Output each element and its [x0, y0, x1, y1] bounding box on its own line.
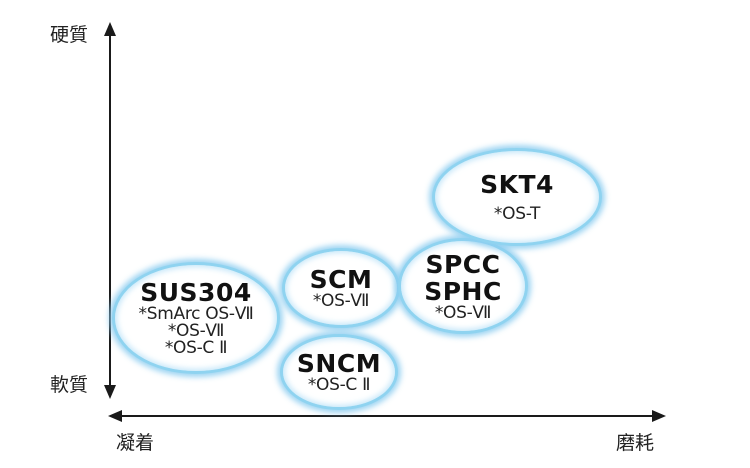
material-bubble-sncm: SNCM *OS-C Ⅱ	[280, 334, 398, 410]
horizontal-axis	[108, 410, 666, 422]
material-bubble-skt4: SKT4 *OS-T	[432, 148, 602, 246]
arrow-up-icon	[104, 22, 116, 36]
material-name: SUS304	[140, 278, 252, 307]
x-axis-left-label: 凝着	[116, 432, 155, 454]
grade-label: *OS-T	[493, 204, 541, 224]
grade-label: *OS-Ⅶ	[312, 291, 370, 311]
material-name: SCM	[309, 265, 373, 294]
arrow-down-icon	[104, 385, 116, 399]
grade-label: *OS-Ⅶ	[167, 321, 225, 341]
arrow-left-icon	[108, 410, 122, 422]
material-name: SPCC SPHC	[424, 249, 502, 306]
grade-label: *OS-C Ⅱ	[307, 375, 371, 395]
grade-label: *OS-C Ⅱ	[164, 338, 228, 358]
material-bubble-spcc-sphc: SPCC SPHC *OS-Ⅶ	[398, 238, 528, 334]
grade-label: *SmArc OS-Ⅶ	[138, 304, 254, 324]
material-name: SKT4	[480, 170, 554, 199]
material-bubble-sus304: SUS304 *SmArc OS-Ⅶ *OS-Ⅶ *OS-C Ⅱ	[112, 262, 280, 374]
material-bubble-scm: SCM *OS-Ⅶ	[282, 248, 400, 328]
material-name: SNCM	[296, 349, 382, 378]
y-axis-bottom-label: 軟質	[50, 374, 89, 396]
x-axis-right-label: 磨耗	[616, 432, 655, 454]
grade-label: *OS-Ⅶ	[434, 302, 492, 323]
y-axis-top-label: 硬質	[50, 24, 89, 46]
vertical-axis	[104, 22, 116, 399]
arrow-right-icon	[652, 410, 666, 422]
